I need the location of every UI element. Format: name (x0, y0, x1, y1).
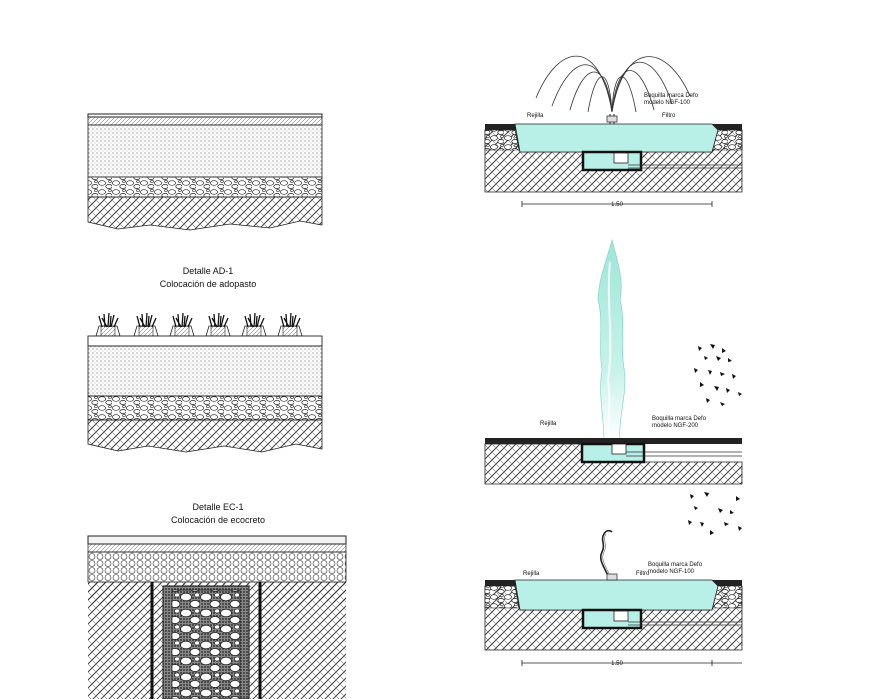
fountain-2 (484, 238, 743, 535)
fountain2-nozzle-line1: Boquilla marca Defo (652, 416, 707, 422)
fountain-1 (484, 55, 743, 207)
fountain3-nozzle-line2: modelo NGF-100 (648, 569, 695, 575)
detail-ad1-title: Detalle AD-1 (183, 266, 234, 276)
fountain3-filter-label: Filtro (636, 571, 650, 577)
fountain-3 (484, 529, 743, 666)
grass-block (95, 312, 121, 337)
fountain3-dimension: 1.50 (611, 661, 623, 667)
grass-block (169, 312, 195, 337)
grass-block (241, 312, 267, 337)
spray-arcs (535, 55, 691, 113)
grass-block (277, 312, 303, 337)
fountain1-nozzle-line1: Boquilla marca Defo (644, 93, 699, 99)
pavement-section-1 (87, 113, 323, 231)
fountain3-grate-label: Rejilla (523, 571, 540, 577)
fountain1-dimension: 1.50 (611, 202, 623, 208)
fountain2-nozzle-line2: modelo NGF-200 (652, 423, 699, 429)
ecocreto-section (87, 535, 347, 699)
grass-blocks (95, 312, 303, 337)
water-droplets-upper (694, 344, 742, 406)
water-droplets-lower (688, 492, 742, 535)
detail-ec1-title: Detalle EC-1 (192, 502, 243, 512)
fountain1-filter-label: Filtro (662, 113, 676, 119)
grass-block (133, 312, 159, 337)
detail-ad1-subtitle: Colocación de adopasto (160, 279, 257, 289)
fountain1-grate-label: Rejilla (527, 113, 544, 119)
fountain3-nozzle-line1: Boquilla marca Defo (648, 562, 703, 568)
fountain1-nozzle-line2: modelo NGF-100 (644, 100, 691, 106)
fountain2-grate-label: Rejilla (540, 421, 557, 427)
detail-ec1-subtitle: Colocación de ecocreto (171, 515, 265, 525)
adopasto-section (87, 312, 323, 453)
grass-block (205, 312, 231, 337)
